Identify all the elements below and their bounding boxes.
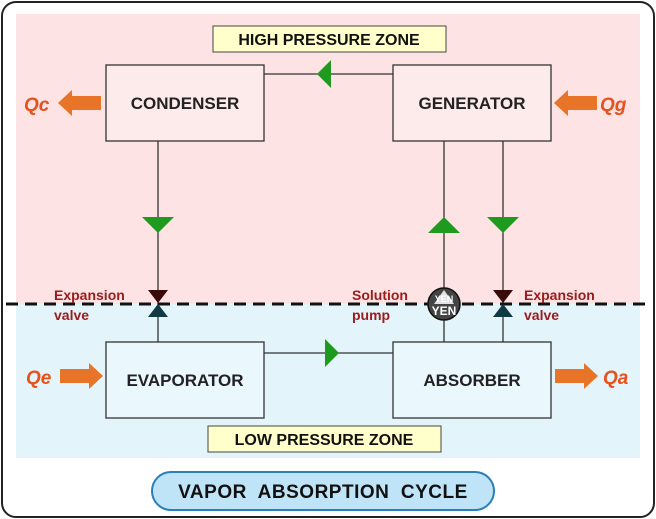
flow-arrow-down-icon <box>487 217 519 233</box>
low-zone-label-box <box>207 425 442 453</box>
generator-label: GENERATOR <box>418 94 525 113</box>
flow-arrow-down-icon <box>142 217 174 233</box>
heat-in-arrow-right-icon <box>554 90 597 116</box>
qg-label: Qg <box>600 95 627 116</box>
qc-label: Qc <box>24 95 50 116</box>
expansion-valve-left-icon <box>148 290 168 317</box>
evaporator-label: EVAPORATOR <box>126 371 243 390</box>
expansion-valve-left-label-1: Expansion <box>54 287 125 303</box>
qa-label: Qa <box>603 368 629 389</box>
solution-pump-icon: YEN YEN <box>427 287 461 321</box>
condenser-label: CONDENSER <box>131 94 240 113</box>
title-pill <box>151 471 495 511</box>
low-zone-label: LOW PRESSURE ZONE <box>235 432 414 449</box>
qe-label: Qe <box>26 368 52 389</box>
solution-pump-label-2: pump <box>352 307 390 323</box>
high-zone-label: HIGH PRESSURE ZONE <box>238 32 420 49</box>
high-zone-label-box <box>212 25 447 53</box>
flow-arrow-left-icon <box>317 60 331 88</box>
expansion-valve-right-label-1: Expansion <box>524 287 595 303</box>
absorber-label: ABSORBER <box>423 371 520 390</box>
heat-out-arrow-right-icon <box>555 363 598 389</box>
pump-badge-bottom: YEN <box>432 304 457 318</box>
flow-arrow-right-icon <box>325 339 339 367</box>
generator-box <box>392 64 552 142</box>
heat-out-arrow-left-icon <box>58 90 101 116</box>
pump-badge-top: YEN <box>435 294 454 304</box>
expansion-valve-left-label-2: valve <box>54 307 89 323</box>
heat-in-arrow-left-icon <box>60 363 103 389</box>
expansion-valve-right-label-2: valve <box>524 307 559 323</box>
high-pressure-zone <box>16 14 640 304</box>
flow-arrow-up-icon <box>428 217 460 233</box>
condenser-box <box>105 64 265 142</box>
evaporator-box <box>105 341 265 419</box>
absorber-box <box>392 341 552 419</box>
diagram-title: VAPOR ABSORPTION CYCLE <box>178 482 468 503</box>
solution-pump-label-1: Solution <box>352 287 408 303</box>
expansion-valve-right-icon <box>493 290 513 317</box>
